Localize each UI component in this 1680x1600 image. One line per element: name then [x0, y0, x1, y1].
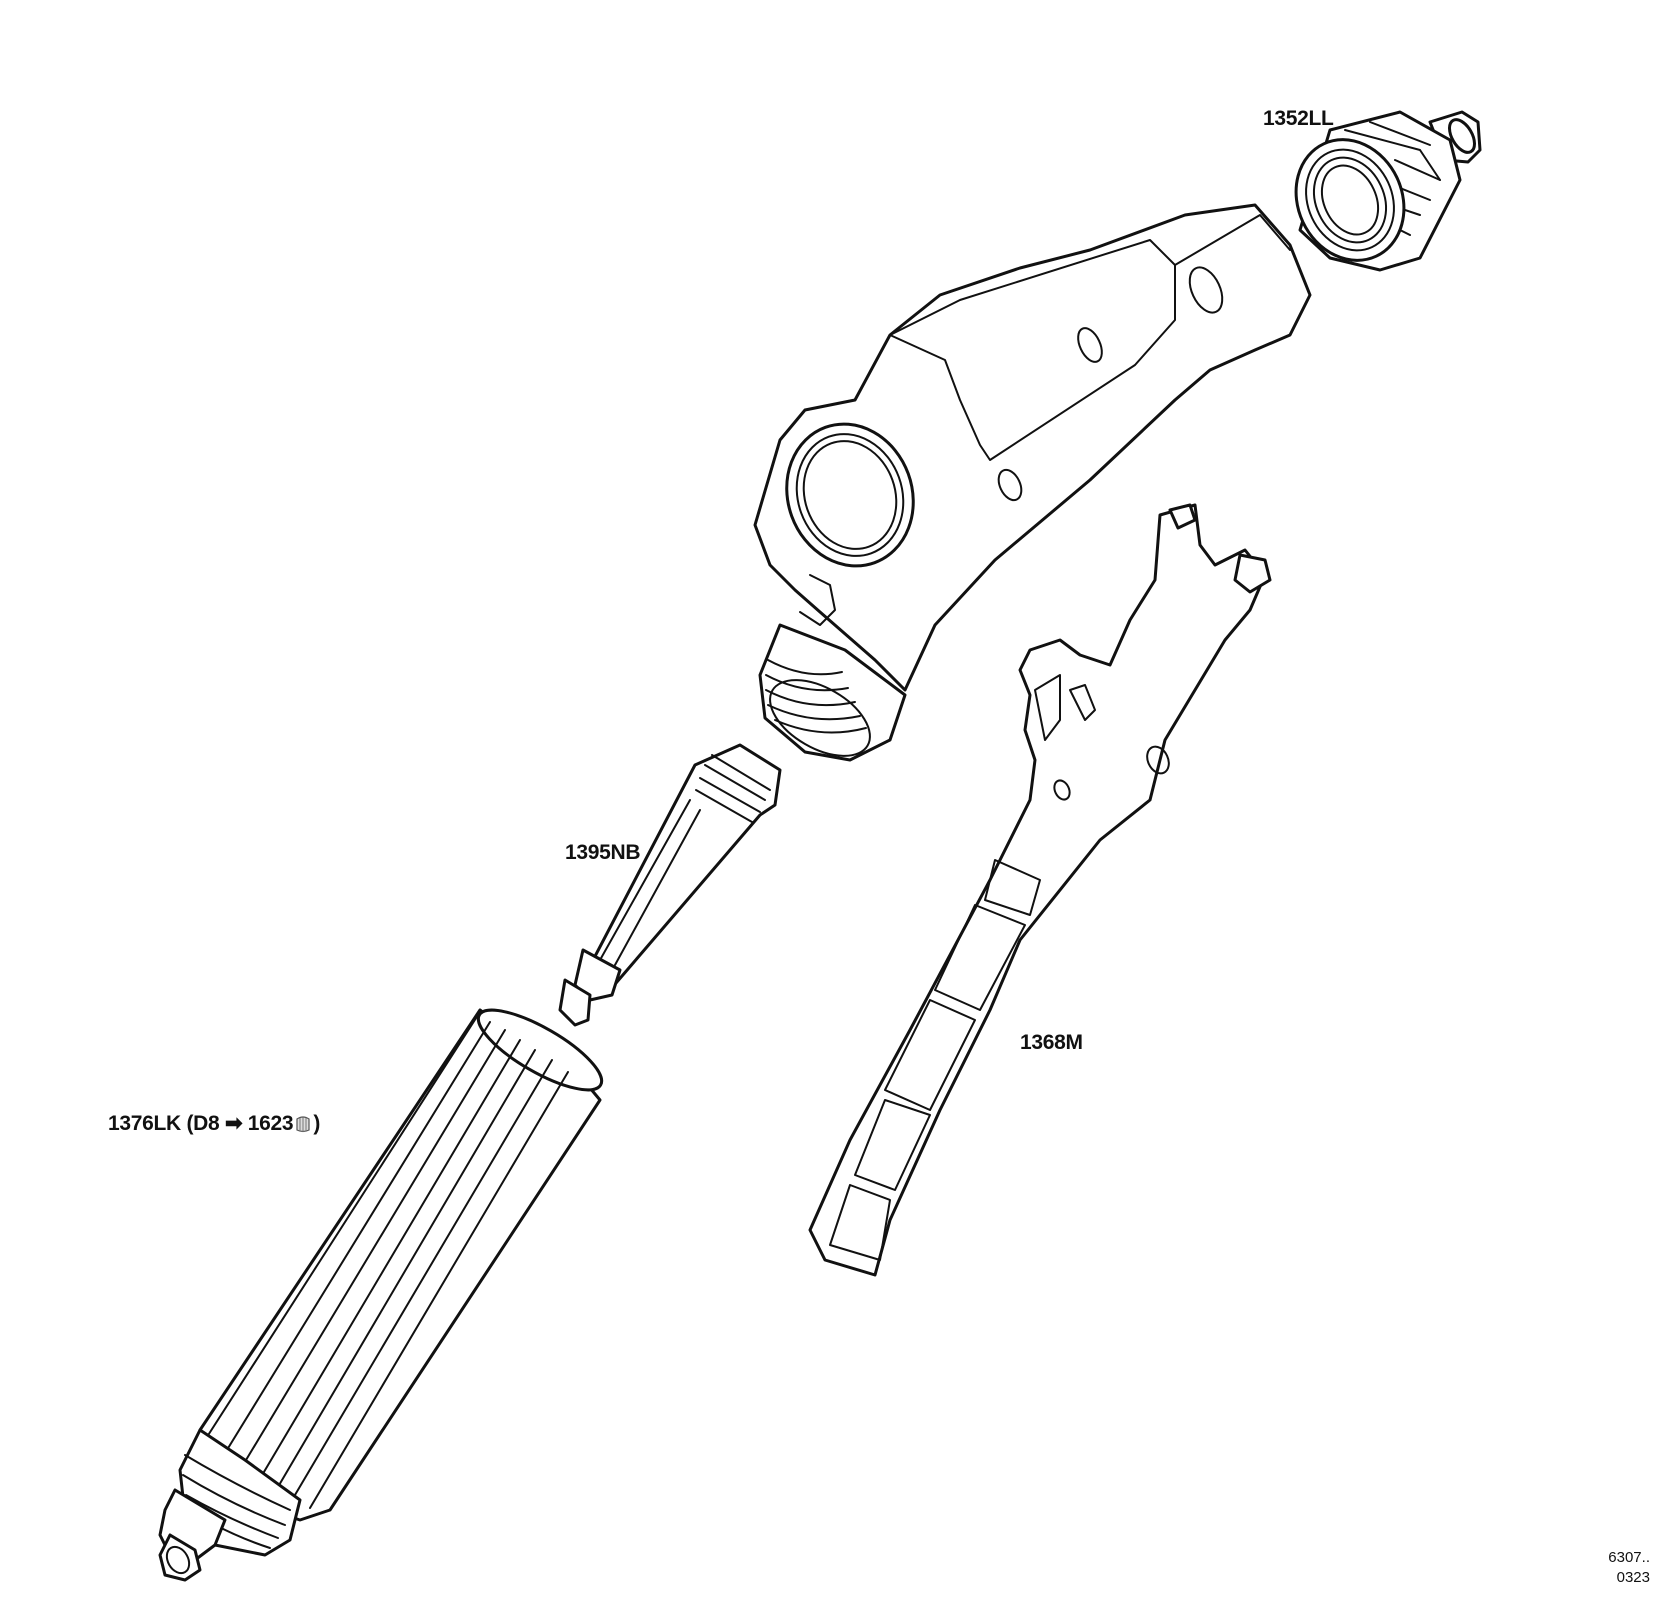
cap-nut-label: 1352LL: [1263, 107, 1334, 130]
right-arrow-icon: ➡: [224, 1112, 243, 1135]
valve-label: 1395NB: [565, 841, 641, 864]
handle-close-text: ): [313, 1112, 321, 1135]
valve-part: [558, 743, 782, 1027]
drawing-code-line2: 0323: [1616, 1569, 1650, 1586]
gun-body-part: [753, 203, 1312, 762]
drawing-code: 6307.. 0323: [1580, 1548, 1650, 1588]
trigger-label: 1368M: [1020, 1031, 1083, 1054]
cap-nut-part: [1294, 110, 1482, 272]
handle-alt-text: 1623: [247, 1112, 294, 1135]
handle-part: [158, 1008, 604, 1582]
handle-code-text: 1376LK (D8: [108, 1112, 220, 1135]
trigger-part: [808, 503, 1272, 1277]
handle-label: 1376LK (D8 ➡ 1623 ): [108, 1111, 320, 1136]
nut-icon: [296, 1116, 310, 1133]
drawing-code-line1: 6307..: [1608, 1549, 1650, 1566]
